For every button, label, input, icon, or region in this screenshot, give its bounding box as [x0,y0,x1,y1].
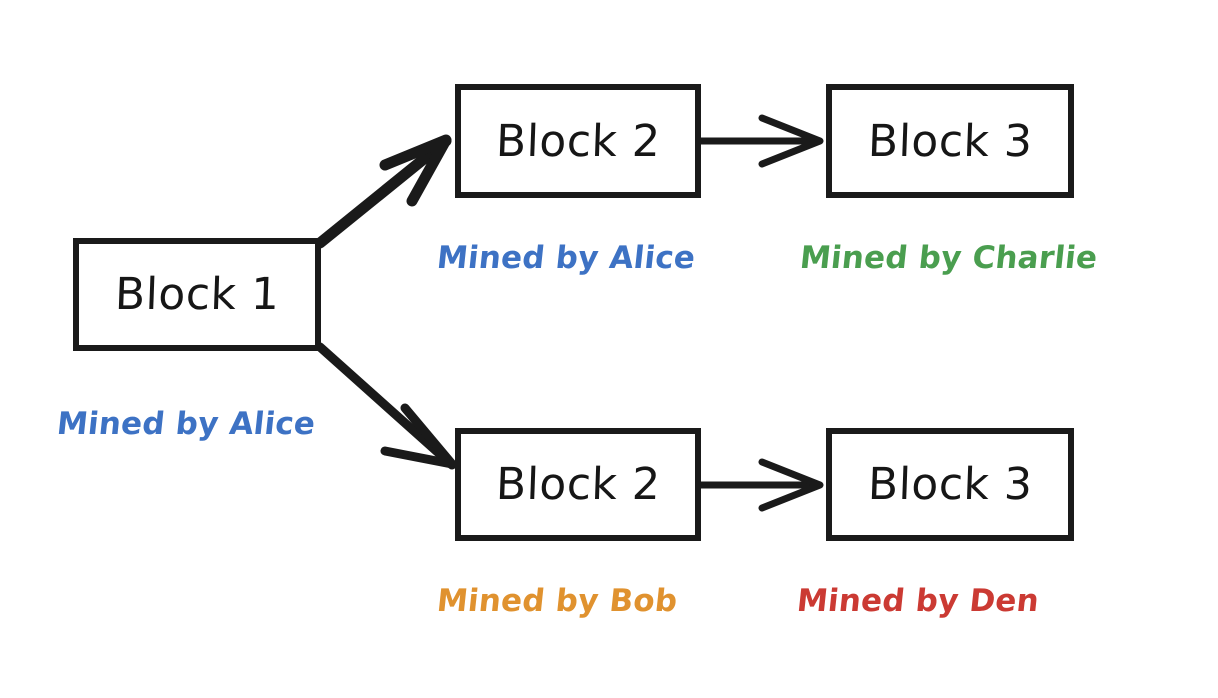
arrow-chain-bottom [697,458,824,512]
block-label: Block 3 [866,115,1034,167]
miner-caption-block-1: Mined by Alice [55,406,318,442]
miner-caption-block-2-bottom: Mined by Bob [435,583,680,619]
block-node-block-3-top[interactable]: Block 3 [826,84,1074,198]
miner-caption-block-3-top: Mined by Charlie [798,240,1100,276]
block-label: Block 1 [113,269,281,320]
arrow-fork-up [314,134,452,249]
arrow-fork-down [315,342,457,470]
block-node-block-3-bottom[interactable]: Block 3 [826,428,1074,541]
block-node-block-1[interactable]: Block 1 [73,238,321,351]
block-node-block-2-bottom[interactable]: Block 2 [455,428,701,541]
block-node-block-2-top[interactable]: Block 2 [455,84,701,198]
arrow-chain-top [697,114,824,168]
block-label: Block 2 [494,115,662,167]
block-label: Block 3 [866,459,1034,510]
miner-caption-block-2-top: Mined by Alice [435,240,698,276]
block-label: Block 2 [494,459,662,510]
miner-caption-block-3-bottom: Mined by Den [795,583,1041,619]
